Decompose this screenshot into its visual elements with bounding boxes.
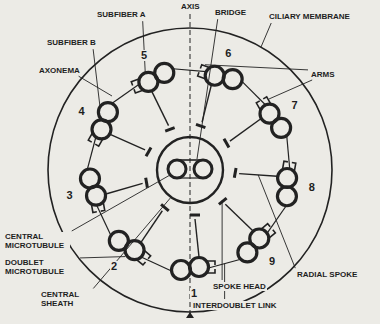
radial-spoke bbox=[141, 211, 162, 243]
callout-number: 2 bbox=[110, 261, 118, 272]
dynein-arm bbox=[131, 79, 139, 85]
axis-arrow bbox=[186, 312, 194, 318]
part-label: CENTRAL MICROTUBULE bbox=[4, 232, 70, 250]
subfiber-b bbox=[277, 187, 296, 206]
dynein-arm bbox=[207, 261, 215, 265]
leader-line bbox=[258, 175, 295, 268]
callout-number: 7 bbox=[290, 100, 298, 111]
part-label: AXONEMA bbox=[38, 66, 81, 75]
interdoublet-link bbox=[267, 206, 286, 233]
subfiber-b bbox=[172, 261, 191, 280]
callout-number: 3 bbox=[66, 190, 74, 201]
leader-line bbox=[197, 19, 218, 159]
dynein-arm bbox=[256, 101, 260, 110]
central-bridge bbox=[180, 177, 200, 178]
part-label: BRIDGE bbox=[214, 8, 247, 17]
dynein-arm bbox=[283, 161, 288, 169]
leader-line bbox=[269, 80, 312, 99]
leader-line bbox=[72, 175, 170, 231]
leader-line bbox=[205, 65, 308, 70]
central-sheath bbox=[157, 137, 223, 203]
dynein-arm bbox=[198, 72, 206, 78]
subfiber-b bbox=[155, 63, 174, 82]
radial-spoke bbox=[230, 119, 261, 141]
central-microtubule bbox=[168, 160, 186, 178]
spoke-head bbox=[196, 124, 205, 127]
subfiber-b bbox=[80, 169, 99, 188]
callout-number: 6 bbox=[224, 48, 232, 59]
subfiber-b bbox=[109, 231, 128, 250]
callout-number: 5 bbox=[140, 50, 148, 61]
part-label: INTERDOUBLET LINK bbox=[192, 301, 278, 310]
callout-number: 1 bbox=[190, 288, 198, 299]
part-label: SUBFIBER A bbox=[96, 10, 147, 19]
interdoublet-link bbox=[287, 136, 290, 169]
subfiber-b bbox=[223, 70, 242, 89]
part-label: RADIAL SPOKE bbox=[296, 270, 358, 279]
radial-spoke bbox=[225, 204, 252, 231]
subfiber-b bbox=[272, 118, 291, 137]
callout-number: 9 bbox=[268, 256, 276, 267]
spoke-head bbox=[146, 178, 148, 188]
subfiber-a bbox=[190, 258, 209, 277]
dynein-arm bbox=[207, 269, 215, 273]
axis-label: AXIS bbox=[180, 2, 201, 11]
leader-line bbox=[93, 49, 100, 108]
central-bridge bbox=[180, 159, 200, 161]
dynein-arm bbox=[145, 251, 151, 259]
subfiber-b bbox=[98, 103, 117, 122]
spoke-head bbox=[146, 148, 151, 157]
interdoublet-link bbox=[242, 81, 266, 105]
dynein-arm bbox=[101, 203, 105, 212]
dynein-arm bbox=[269, 230, 275, 238]
leader-line bbox=[261, 23, 271, 47]
spoke-head bbox=[190, 214, 200, 217]
callout-number: 8 bbox=[308, 182, 316, 193]
subfiber-a bbox=[278, 168, 297, 187]
dynein-arm bbox=[262, 224, 271, 229]
part-label: SUBFIBER B bbox=[46, 38, 97, 47]
radial-spoke bbox=[110, 134, 145, 150]
leader-line bbox=[79, 76, 112, 96]
callout-number: 4 bbox=[77, 106, 85, 117]
radial-spoke bbox=[195, 219, 199, 257]
radial-spoke bbox=[152, 91, 169, 125]
spoke-head bbox=[219, 198, 227, 204]
interdoublet-link bbox=[141, 257, 171, 271]
interdoublet-link bbox=[173, 69, 206, 72]
part-label: SPOKE HEAD bbox=[212, 282, 267, 291]
part-label: ARMS bbox=[310, 70, 336, 79]
spoke-head bbox=[234, 168, 236, 178]
central-microtubule bbox=[194, 160, 212, 178]
part-label: DOUBLET MICROTUBULE bbox=[4, 258, 78, 276]
leader-line bbox=[80, 257, 125, 258]
dynein-arm bbox=[137, 260, 146, 265]
dynein-arm bbox=[134, 89, 143, 93]
leader-line bbox=[93, 198, 170, 289]
spoke-head bbox=[224, 139, 229, 148]
part-label: CENTRAL SHEATH bbox=[40, 290, 92, 308]
leader-line bbox=[222, 200, 223, 280]
dynein-arm bbox=[263, 97, 270, 104]
radial-spoke bbox=[106, 183, 143, 194]
subfiber-b bbox=[238, 243, 257, 262]
dynein-arm bbox=[292, 163, 296, 172]
part-label: CILIARY MEMBRANE bbox=[268, 12, 351, 21]
dynein-arm bbox=[88, 133, 92, 142]
dynein-arm bbox=[95, 139, 102, 146]
dynein-arm bbox=[92, 205, 97, 213]
spoke-head bbox=[165, 128, 174, 131]
leader-line bbox=[143, 21, 146, 73]
